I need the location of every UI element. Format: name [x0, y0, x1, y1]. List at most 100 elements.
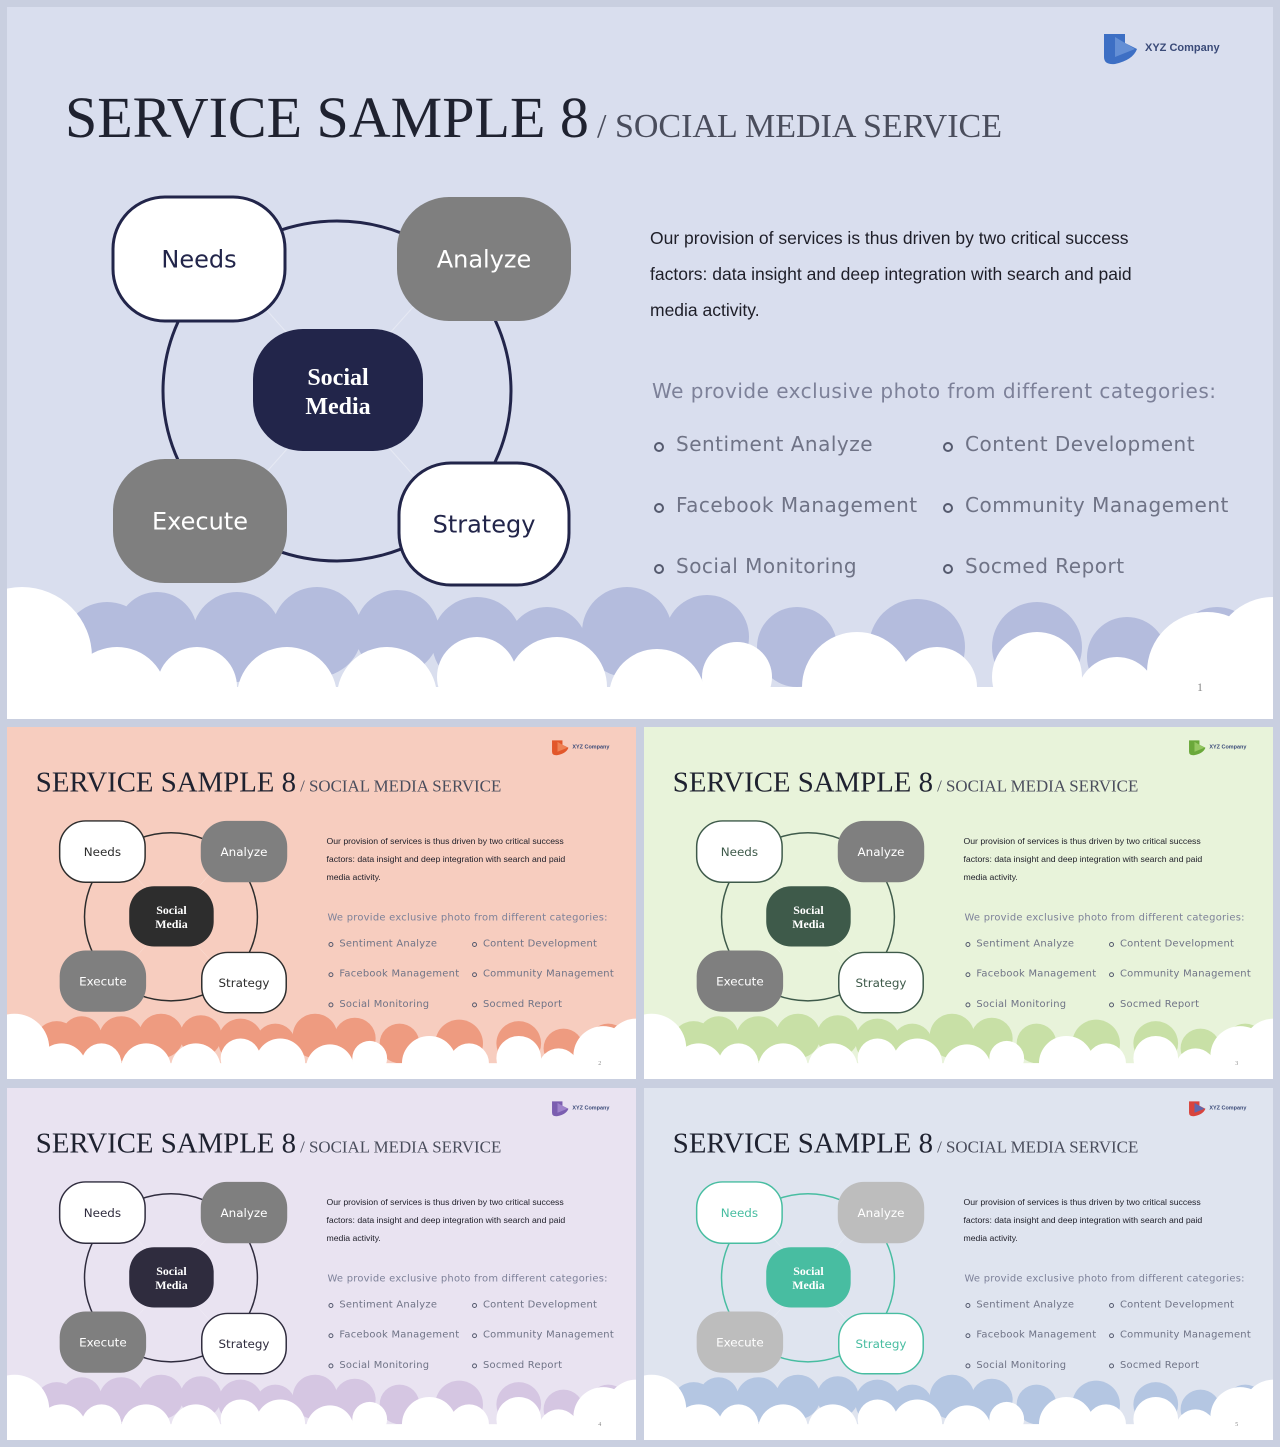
node-strategy-label: Strategy — [855, 1337, 906, 1351]
company-name: XYZ Company — [1209, 1106, 1246, 1112]
list-item: Facebook Management — [339, 969, 459, 980]
node-execute-label: Execute — [716, 974, 764, 988]
bullet-icon — [1109, 1002, 1115, 1008]
list-item: Facebook Management — [339, 1330, 459, 1341]
bullet-icon — [328, 1363, 334, 1369]
center-label-line1: Social — [793, 903, 824, 917]
paragraph-line: factors: data insight and deep integrati… — [326, 1215, 565, 1225]
list-item: Community Management — [483, 1330, 614, 1341]
description-paragraph: Our provision of services is thus driven… — [963, 836, 1202, 882]
bullet-icon — [1109, 972, 1115, 978]
bullet-icon — [1109, 1303, 1115, 1308]
bullet-icon — [1109, 1333, 1115, 1339]
node-execute: Execute — [113, 459, 287, 583]
node-strategy: Strategy — [201, 1312, 287, 1375]
paragraph-line: Our provision of services is thus driven… — [650, 228, 1129, 248]
node-execute: Execute — [696, 950, 784, 1012]
node-analyze: Analyze — [397, 197, 571, 321]
list-item: Sentiment Analyze — [976, 1300, 1074, 1311]
list-item: Facebook Management — [676, 493, 918, 517]
node-strategy: Strategy — [201, 951, 287, 1014]
list-intro: We provide exclusive photo from differen… — [327, 1273, 607, 1284]
list-item: Community Management — [1120, 1330, 1251, 1341]
node-analyze-label: Analyze — [437, 246, 532, 274]
bullet-icon — [472, 942, 478, 947]
node-execute-label: Execute — [79, 974, 127, 988]
bullet-icon — [472, 1002, 478, 1008]
node-strategy-label: Strategy — [218, 1337, 269, 1351]
node-needs-label: Needs — [84, 1206, 121, 1220]
list-item: Content Development — [1120, 939, 1234, 950]
list-item: Social Monitoring — [339, 1360, 429, 1371]
paragraph-line: Our provision of services is thus driven… — [326, 836, 564, 846]
list-item: Content Development — [965, 432, 1195, 456]
list-item: Content Development — [483, 1300, 597, 1311]
list-item: Sentiment Analyze — [339, 1300, 437, 1311]
description-paragraph: Our provision of services is thus driven… — [326, 836, 565, 882]
category-list: Sentiment Analyze Content DevelopmentFace… — [965, 939, 1251, 1010]
bullet-icon — [965, 1002, 971, 1008]
bullet-icon — [328, 942, 334, 947]
node-needs: Needs — [111, 195, 287, 323]
bullet-icon — [943, 442, 953, 452]
paragraph-line: media activity. — [326, 1233, 380, 1243]
company-logo-icon — [1189, 1101, 1206, 1117]
paragraph-line: factors: data insight and deep integrati… — [326, 854, 565, 864]
center-label-line2: Media — [792, 1278, 824, 1292]
node-execute-label: Execute — [79, 1335, 127, 1349]
center-label-line2: Media — [155, 917, 187, 931]
bullet-icon — [654, 564, 664, 574]
clouds-front — [644, 1013, 1273, 1079]
list-item: Community Management — [1120, 969, 1251, 980]
list-item: Sentiment Analyze — [339, 939, 437, 950]
bullet-icon — [1109, 942, 1115, 947]
page-number: 1 — [1197, 680, 1203, 694]
node-strategy-label: Strategy — [218, 976, 269, 990]
node-analyze-label: Analyze — [858, 1206, 905, 1220]
company-logo-icon — [552, 740, 569, 756]
list-item: Facebook Management — [976, 969, 1096, 980]
list-item: Socmed Report — [1120, 1360, 1199, 1371]
node-execute: Execute — [59, 1311, 147, 1373]
bullet-icon — [943, 564, 953, 574]
company-name: XYZ Company — [572, 1106, 609, 1112]
node-analyze: Analyze — [837, 820, 925, 883]
node-needs-label: Needs — [721, 845, 758, 859]
node-strategy: Strategy — [838, 1312, 924, 1375]
list-item: Socmed Report — [965, 554, 1125, 578]
list-item: Community Management — [965, 493, 1229, 517]
node-analyze: Analyze — [837, 1181, 925, 1244]
node-strategy: Strategy — [397, 461, 571, 587]
center-label-line1: Social — [156, 1264, 187, 1278]
list-item: Sentiment Analyze — [976, 939, 1074, 950]
bullet-icon — [472, 1303, 478, 1308]
list-item: Socmed Report — [1120, 999, 1199, 1010]
node-needs: Needs — [695, 820, 783, 883]
cycle-ring — [83, 832, 259, 1002]
list-item: Community Management — [483, 969, 614, 980]
list-intro: We provide exclusive photo from differen… — [652, 379, 1217, 403]
company-name: XYZ Company — [1145, 42, 1220, 54]
node-needs-label: Needs — [161, 246, 236, 274]
category-list: Sentiment Analyze Content DevelopmentFace… — [328, 1300, 614, 1371]
paragraph-line: Our provision of services is thus driven… — [963, 836, 1201, 846]
bullet-icon — [943, 503, 953, 513]
list-item: Social Monitoring — [976, 999, 1066, 1010]
page-title: SERVICE SAMPLE 8 — [36, 766, 296, 798]
center-label-line1: Social — [307, 365, 369, 391]
bullet-icon — [654, 442, 664, 452]
page-subtitle: / SOCIAL MEDIA SERVICE — [300, 1137, 501, 1156]
bullet-icon — [328, 972, 334, 978]
page-number: 4 — [598, 1422, 601, 1428]
center-label-line2: Media — [305, 394, 370, 420]
